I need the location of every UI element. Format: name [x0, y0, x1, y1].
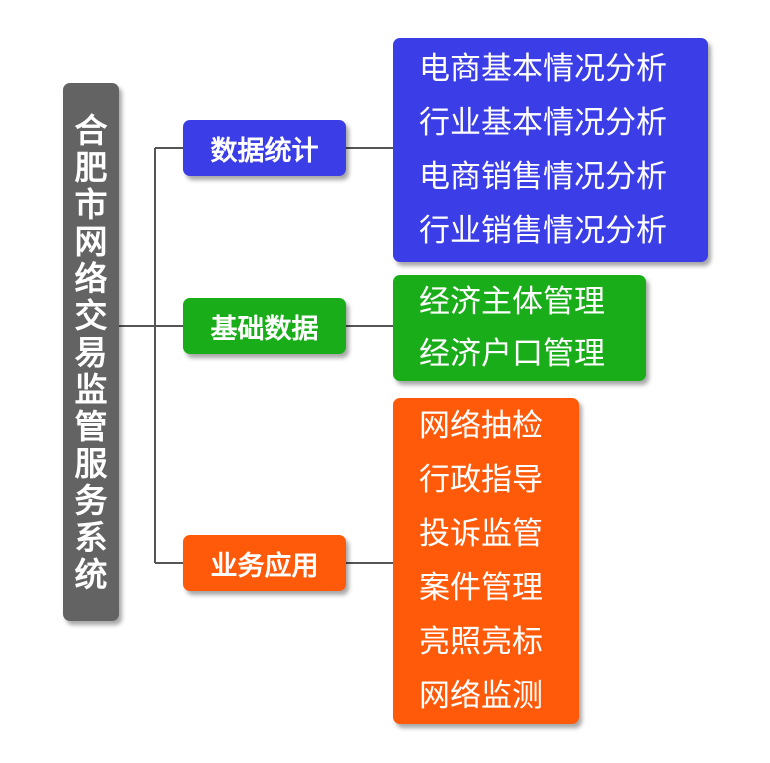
- leaf-item: 投诉监管: [419, 516, 543, 552]
- leaf-item: 案件管理: [419, 570, 543, 606]
- leaf-item: 亮照亮标: [419, 624, 543, 660]
- root-title: 合 肥 市 网 络 交 易 监 管 服 务 系 统: [75, 112, 108, 593]
- leaf-item: 网络抽检: [419, 408, 543, 444]
- category-label: 数据统计: [210, 135, 319, 167]
- leaf-item: 网络监测: [419, 678, 543, 714]
- leaf-item: 行业基本情况分析: [419, 105, 667, 141]
- root-title-char: 交: [74, 295, 108, 335]
- category-label: 业务应用: [210, 550, 319, 582]
- category-data-statistics: 数据统计: [183, 120, 346, 176]
- root-title-char: 肥: [74, 147, 108, 187]
- leaf-item: 经济主体管理: [419, 284, 605, 320]
- root-title-char: 络: [74, 258, 108, 298]
- leaf-item: 电商基本情况分析: [419, 51, 667, 87]
- leaf-group-basic-data: 经济主体管理 经济户口管理: [393, 275, 646, 381]
- root-node: 合 肥 市 网 络 交 易 监 管 服 务 系 统: [63, 83, 119, 621]
- leaf-group-data-statistics: 电商基本情况分析 行业基本情况分析 电商销售情况分析 行业销售情况分析: [393, 38, 708, 262]
- root-title-char: 务: [74, 480, 108, 520]
- root-title-char: 管: [74, 406, 108, 446]
- leaf-item: 行业销售情况分析: [419, 213, 667, 249]
- category-business-applications: 业务应用: [183, 535, 346, 591]
- leaf-group-business-applications: 网络抽检 行政指导 投诉监管 案件管理 亮照亮标 网络监测: [393, 398, 579, 724]
- root-title-char: 易: [74, 332, 108, 372]
- leaf-item: 经济户口管理: [419, 336, 605, 372]
- leaf-item: 电商销售情况分析: [419, 159, 667, 195]
- root-title-char: 系: [74, 517, 108, 557]
- root-title-char: 监: [74, 369, 108, 409]
- leaf-item: 行政指导: [419, 462, 543, 498]
- category-label: 基础数据: [210, 313, 319, 345]
- root-title-char: 服: [74, 443, 108, 483]
- root-title-char: 统: [74, 554, 108, 594]
- category-basic-data: 基础数据: [183, 298, 346, 354]
- root-title-char: 市: [74, 184, 108, 224]
- root-title-char: 网: [74, 221, 108, 261]
- root-title-char: 合: [74, 110, 108, 150]
